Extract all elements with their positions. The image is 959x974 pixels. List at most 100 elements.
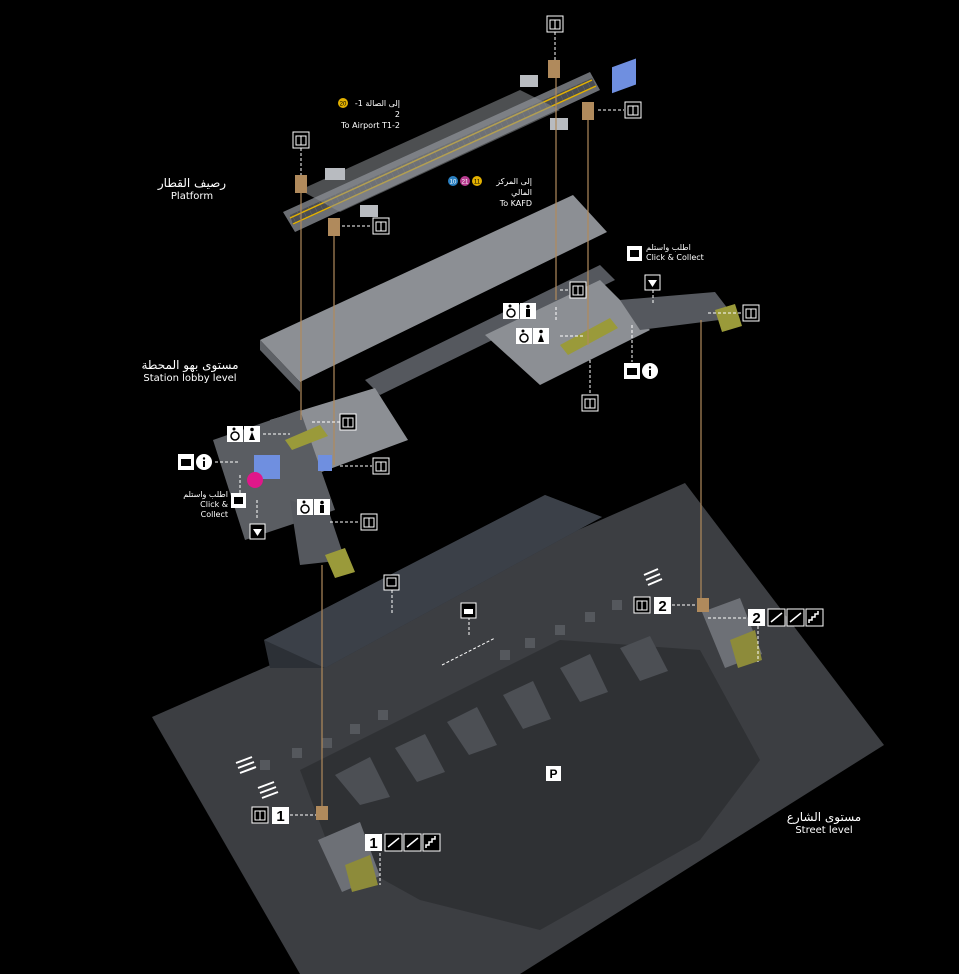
planters (335, 636, 668, 805)
elevator-icon (251, 806, 269, 824)
wheelchair-icon (503, 303, 519, 319)
destination-kafd-en: To KAFD (499, 199, 532, 208)
elevator-icon (292, 131, 310, 149)
platform-label-ar: رصيف القطار (157, 176, 227, 190)
bus-icon (383, 574, 400, 591)
elevator-icon (360, 513, 378, 531)
elevator-icon (624, 101, 642, 119)
platform-kiosk-1 (325, 168, 345, 180)
street-label-en: Street level (795, 825, 853, 836)
parking-area (300, 640, 760, 930)
line-badge-20 (338, 98, 348, 108)
elevator-icon (569, 281, 587, 299)
exit-2-badge: 2 (748, 609, 765, 627)
click-collect-icon (627, 246, 642, 261)
lobby-label-en: Station lobby level (143, 373, 237, 384)
exit-2-number: 2 (658, 598, 666, 615)
wheelchair-icon (516, 328, 532, 344)
lobby-roof-slab (260, 195, 607, 382)
exit-1-badge: 1 (365, 834, 382, 852)
leader-lines (215, 32, 759, 885)
info-icon (642, 363, 658, 379)
exit-2-badge-lobby: 2 (654, 597, 671, 615)
elevator-icon (372, 217, 390, 235)
exit-2-stairs (730, 630, 762, 668)
lobby-right-arm (620, 292, 735, 330)
platform-kiosk-4 (360, 205, 378, 217)
click-collect-icon (231, 493, 246, 508)
crosswalks (235, 568, 663, 799)
exit-1-number: 1 (369, 835, 377, 852)
street-level-label: مستوى الشارع Street level (772, 810, 876, 838)
destination-airport-en: To Airport T1-2 (341, 121, 400, 130)
elevator-icon (339, 413, 357, 431)
line-badge-10 (448, 176, 458, 186)
exit-1-stairs (345, 855, 378, 892)
click-collect-right-label: اطلب واستلم Click & Collect (646, 243, 704, 263)
elevator-shaft-street-2 (697, 598, 709, 612)
escalator-lobby-right (560, 318, 618, 355)
platform-kiosk-3 (550, 118, 568, 130)
platform-level (283, 60, 600, 236)
water-fountain-icon (644, 274, 661, 291)
lobby-level (213, 58, 742, 578)
click-collect-right-ar: اطلب واستلم (646, 243, 691, 252)
platform-level-label: رصيف القطار Platform (148, 176, 236, 204)
destination-kafd-ar: إلى المركز المالي (496, 177, 532, 197)
street-edge (152, 717, 300, 974)
line-badge-21-text: 21 (462, 180, 469, 186)
platform-label-en: Platform (170, 191, 214, 202)
parking-icon: P (546, 766, 561, 781)
wheelchair-icon (297, 499, 313, 515)
lobby-corridor (365, 265, 615, 395)
elevator-lines (300, 78, 702, 806)
elevator-icon (372, 457, 390, 475)
lobby-right (485, 280, 650, 385)
info-icon (196, 454, 212, 470)
line-badge-21 (460, 176, 470, 186)
ticket-icon (624, 363, 640, 379)
elevator-shaft-p1 (548, 60, 560, 78)
elevator-shaft-p3 (295, 175, 307, 193)
click-collect-right-en: Click & Collect (646, 253, 704, 262)
escalator-exit-right (715, 304, 742, 332)
escalator-lobby-left (285, 425, 328, 450)
exit-1-badge-left: 1 (272, 807, 289, 825)
lobby-level-label: مستوى بهو المحطة Station lobby level (130, 358, 250, 386)
elevator-icon (742, 304, 760, 322)
escalator-icon (789, 612, 802, 623)
destination-kafd: إلى المركز المالي To KAFD (470, 176, 532, 209)
taxi-icon (460, 602, 477, 619)
elevator-shaft-p4 (328, 218, 340, 236)
destination-airport: إلى الصالة 1-2 To Airport T1-2 (330, 98, 400, 131)
destination-airport-ar: إلى الصالة 1-2 (354, 99, 400, 119)
stairs-icon (425, 836, 436, 848)
platform-canopy (300, 90, 560, 212)
elevator-icon (581, 394, 599, 412)
restroom-icon (314, 499, 330, 515)
restroom-icon (520, 303, 536, 319)
click-collect-left-ar: اطلب واستلم (183, 490, 228, 499)
restroom-icon (244, 426, 260, 442)
parking-label: P (549, 767, 557, 781)
elevator-shaft-p2 (582, 102, 594, 120)
exit-2-facility-icons (767, 608, 824, 627)
ticket-icon (178, 454, 194, 470)
exit-1-facility-icons (384, 833, 441, 852)
line-badge-11 (472, 176, 482, 186)
escalator-icon (770, 612, 783, 623)
escalator-icon (387, 837, 400, 848)
bollards (260, 600, 622, 770)
water-fountain-icon (249, 523, 266, 540)
line-badge-20-text: 20 (340, 102, 347, 108)
lobby-label-ar: مستوى بهو المحطة (141, 358, 239, 372)
click-collect-left-label: اطلب واستلم Click & Collect (172, 490, 228, 520)
stairs-icon (808, 611, 819, 623)
lobby-left-arm (290, 500, 345, 565)
elevator-icon (633, 596, 651, 614)
click-collect-left-en: Click & Collect (200, 500, 228, 519)
exit-1-number: 1 (276, 808, 284, 825)
wheelchair-icon (227, 426, 243, 442)
line-badge-11-text: 11 (474, 180, 481, 186)
exit-2-number: 2 (752, 610, 760, 627)
